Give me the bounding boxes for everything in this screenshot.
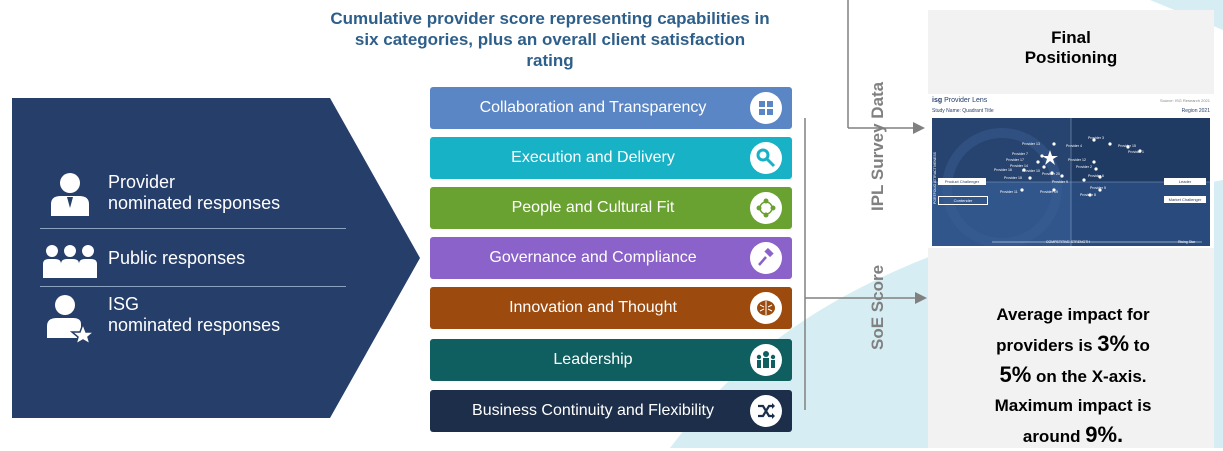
quadrant-region: Region 2021 bbox=[1181, 108, 1210, 114]
category-label: Governance and Compliance bbox=[489, 249, 697, 266]
response-provider-line-1: Provider bbox=[108, 172, 176, 192]
category-label: Innovation and Thought bbox=[509, 299, 677, 316]
quadrant-y-axis-label: PORTFOLIO ATTRACTIVENESS bbox=[933, 152, 937, 204]
quadrant-provider-label: Provider 8 bbox=[1080, 193, 1096, 197]
leader-group-icon bbox=[750, 344, 782, 376]
isg-logo-text: isg bbox=[932, 97, 943, 104]
brain-icon bbox=[750, 292, 782, 324]
group-icon bbox=[40, 244, 100, 290]
quadrant-provider-label: Provider 18 bbox=[1004, 176, 1022, 180]
headline-line-2: six categories, plus an overall client s… bbox=[354, 30, 746, 49]
quadrant-provider-label: Provider 19 bbox=[1040, 190, 1058, 194]
shuffle-icon bbox=[750, 395, 782, 427]
provider-lens-text: Provider Lens bbox=[944, 97, 988, 104]
quadrant-thumbnail: isg Provider Lens Source: ISG Research 2… bbox=[928, 94, 1214, 248]
puzzle-icon bbox=[750, 92, 782, 124]
headline: Cumulative provider score representing c… bbox=[270, 8, 830, 71]
category-collaboration: Collaboration and Transparency bbox=[430, 87, 792, 129]
final-title-line-1: Final bbox=[1051, 28, 1091, 47]
quadrant-provider-label: Provider 20 bbox=[1042, 172, 1060, 176]
quadrant-product-challenger: Product Challenger bbox=[938, 178, 986, 185]
response-isg-line-1: ISG bbox=[108, 294, 140, 314]
headline-line-3: rating bbox=[526, 51, 574, 70]
person-star-icon bbox=[40, 294, 100, 344]
impact-text: around bbox=[1022, 427, 1081, 446]
category-label: Leadership bbox=[553, 351, 633, 368]
category-execution: Execution and Delivery bbox=[430, 137, 792, 179]
divider bbox=[40, 228, 346, 229]
response-public-line-1: Public responses bbox=[108, 248, 246, 268]
quadrant-provider-label: Provider 1 bbox=[1128, 150, 1144, 154]
category-innovation: Innovation and Thought bbox=[430, 287, 792, 329]
impact-text: to bbox=[1133, 336, 1150, 355]
quadrant-market-challenger: Market Challenger bbox=[1164, 196, 1206, 203]
impact-line: Average impact for bbox=[996, 305, 1150, 324]
quadrant-provider-label: Provider 15 bbox=[1118, 144, 1136, 148]
impact-text: providers is bbox=[996, 336, 1093, 355]
category-leadership: Leadership bbox=[430, 339, 792, 381]
quadrant-source: Source: ISG Research 2021 bbox=[1159, 98, 1210, 103]
responses-chevron-panel bbox=[12, 98, 420, 418]
quadrant-provider-label: Provider 6 bbox=[1088, 174, 1104, 178]
impact-value: 9%. bbox=[1085, 422, 1124, 447]
impact-text: on the X-axis. bbox=[1036, 367, 1147, 386]
impact-line: around 9%. bbox=[948, 420, 1198, 451]
quadrant-provider-label: Provider 9 bbox=[1052, 180, 1068, 184]
impact-line: 5% on the X-axis. bbox=[948, 360, 1198, 391]
final-positioning-title: Final Positioning bbox=[928, 28, 1214, 68]
quadrant-provider-label: Provider 7 bbox=[1012, 152, 1028, 156]
impact-value: 5% bbox=[999, 362, 1032, 387]
divider bbox=[40, 286, 346, 287]
quadrant-provider-label: Provider 17 bbox=[1006, 158, 1024, 162]
quadrant-provider-label: Provider 16 bbox=[994, 168, 1012, 172]
category-label: Collaboration and Transparency bbox=[479, 99, 707, 116]
quadrant-provider-label: Provider 3 bbox=[1088, 136, 1104, 140]
final-title-line-2: Positioning bbox=[1024, 48, 1118, 67]
quadrant-provider-label: Provider 2 bbox=[1076, 165, 1092, 169]
quadrant-study-name: Study Name: Quadrant Title bbox=[932, 108, 994, 114]
quadrant-x-axis-label: COMPETITIVE STRENGTH bbox=[1046, 240, 1090, 244]
quadrant-provider-label: Provider 11 bbox=[1000, 190, 1018, 194]
wrench-gear-icon bbox=[750, 142, 782, 174]
quadrant-provider-label: Provider 10 bbox=[1022, 169, 1040, 173]
category-label: People and Cultural Fit bbox=[511, 199, 675, 216]
headline-line-1: Cumulative provider score representing c… bbox=[330, 9, 770, 28]
impact-value: 3% bbox=[1097, 331, 1130, 356]
category-continuity: Business Continuity and Flexibility bbox=[430, 390, 792, 432]
category-governance: Governance and Compliance bbox=[430, 237, 792, 279]
response-isg-line-2: nominated responses bbox=[108, 315, 281, 335]
response-public: Public responses bbox=[40, 244, 245, 290]
quadrant-rising-star: Rising Star bbox=[1178, 240, 1196, 244]
people-network-icon bbox=[750, 192, 782, 224]
response-provider: Provider nominated responses bbox=[40, 172, 280, 218]
impact-statement: Average impact for providers is 3% to 5%… bbox=[948, 300, 1198, 451]
quadrant-logo: isg Provider Lens bbox=[932, 97, 987, 104]
category-people: People and Cultural Fit bbox=[430, 187, 792, 229]
gavel-icon bbox=[750, 242, 782, 274]
impact-line: Maximum impact is bbox=[994, 396, 1152, 415]
quadrant-provider-label: Provider 4 bbox=[1066, 144, 1082, 148]
person-icon bbox=[40, 172, 100, 218]
category-label: Business Continuity and Flexibility bbox=[472, 402, 714, 419]
quadrant-provider-label: Provider 12 bbox=[1068, 158, 1086, 162]
quadrant-provider-label: Provider 13 bbox=[1022, 142, 1040, 146]
ipl-survey-label: IPL Survey Data bbox=[868, 81, 887, 211]
impact-line: providers is 3% to bbox=[948, 329, 1198, 360]
quadrant-leader: Leader bbox=[1164, 178, 1206, 185]
response-isg: ISG nominated responses bbox=[40, 294, 281, 344]
soe-score-label: SoE Score bbox=[868, 264, 887, 350]
quadrant-contender: Contender bbox=[938, 196, 988, 205]
category-label: Execution and Delivery bbox=[511, 149, 675, 166]
quadrant-provider-label: Provider 5 bbox=[1090, 186, 1106, 190]
response-provider-line-2: nominated responses bbox=[108, 193, 281, 213]
quadrant-provider-label: Provider 14 bbox=[1010, 164, 1028, 168]
